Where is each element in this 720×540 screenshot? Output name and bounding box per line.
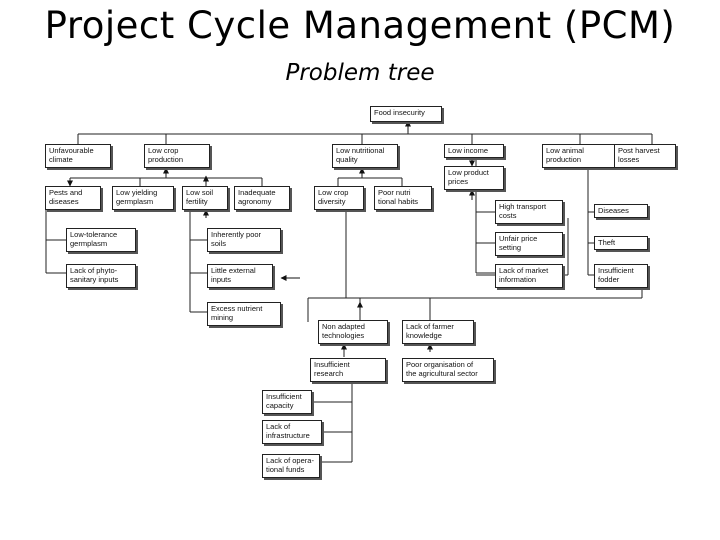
box-food-insecurity: Food insecurity: [370, 106, 442, 122]
box-low-crop-production: Low crop production: [144, 144, 210, 168]
box-unfair-price-setting: Unfair price setting: [495, 232, 563, 256]
box-low-income: Low income: [444, 144, 504, 158]
page-subtitle: Problem tree: [285, 60, 435, 86]
box-inherently-poor-soils: Inherently poor soils: [207, 228, 281, 252]
box-low-nutritional-quality: Low nutritional quality: [332, 144, 398, 168]
box-low-product-prices: Low product prices: [444, 166, 504, 190]
box-lack-infrastructure: Lack of infrastructure: [262, 420, 322, 444]
box-poor-nutritional-habits: Poor nutri tional habits: [374, 186, 432, 210]
box-insufficient-fodder: Insufficient fodder: [594, 264, 648, 288]
box-insufficient-capacity: Insufficient capacity: [262, 390, 312, 414]
box-low-yielding-germplasm: Low yielding germplasm: [112, 186, 174, 210]
box-insufficient-research: Insufficient research: [310, 358, 386, 382]
box-lack-operational-funds: Lack of opera- tional funds: [262, 454, 320, 478]
box-low-animal-production: Low animal production: [542, 144, 616, 168]
box-lack-phytosanitary-inputs: Lack of phyto- sanitary inputs: [66, 264, 136, 288]
box-unfavourable-climate: Unfavourable climate: [45, 144, 111, 168]
box-lack-market-information: Lack of market information: [495, 264, 563, 288]
box-theft: Theft: [594, 236, 648, 250]
box-poor-organisation: Poor organisation of the agricultural se…: [402, 358, 494, 382]
box-excess-nutrient-mining: Excess nutrient mining: [207, 302, 281, 326]
box-low-tolerance-germplasm: Low-tolerance germplasm: [66, 228, 136, 252]
box-low-crop-diversity: Low crop diversity: [314, 186, 364, 210]
box-high-transport-costs: High transport costs: [495, 200, 563, 224]
box-non-adapted-technologies: Non adapted technologies: [318, 320, 388, 344]
box-pests-diseases: Pests and diseases: [45, 186, 101, 210]
box-inadequate-agronomy: Inadequate agronomy: [234, 186, 290, 210]
box-diseases: Diseases: [594, 204, 648, 218]
page-title: Project Cycle Management (PCM): [44, 4, 676, 47]
box-low-soil-fertility: Low soil fertility: [182, 186, 228, 210]
box-post-harvest-losses: Post harvest losses: [614, 144, 676, 168]
box-lack-farmer-knowledge: Lack of farmer knowledge: [402, 320, 474, 344]
box-little-external-inputs: Little external inputs: [207, 264, 273, 288]
